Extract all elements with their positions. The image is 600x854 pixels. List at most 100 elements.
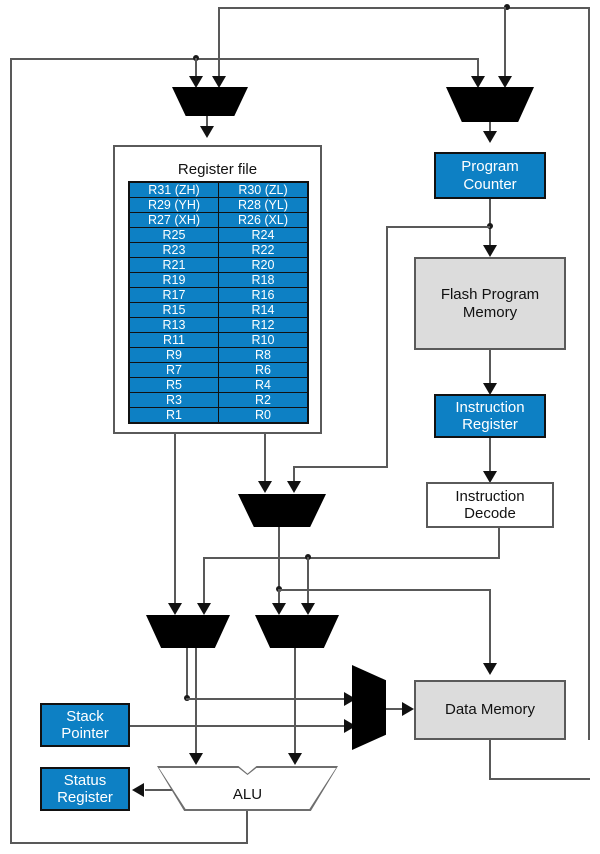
wire-second-bus	[10, 58, 478, 60]
wire-stack-pointer-out	[130, 725, 352, 727]
arrow-into-data-memory	[483, 663, 497, 675]
wire-datamem-out-right	[489, 778, 590, 780]
register-cell: R5	[128, 377, 219, 393]
wire-control-to-alu-b-mux	[307, 557, 309, 607]
register-cell: R16	[218, 287, 309, 303]
wire-pc-branch-left	[386, 226, 490, 228]
arrow-alu-b-mux-in2	[301, 603, 315, 615]
arrow-datamem-address-in	[402, 702, 414, 716]
program-counter-label: Program Counter	[461, 158, 519, 193]
register-cell: R20	[218, 257, 309, 273]
wire-regfile-out-right	[264, 434, 266, 485]
register-cell: R30 (ZL)	[218, 181, 309, 198]
arrow-addr-mux-in2	[287, 481, 301, 493]
wire-pc-branch-to-mux	[293, 466, 388, 468]
wire-datamem-out-down	[489, 740, 491, 780]
wire-to-right-mux-in1	[477, 58, 479, 82]
register-cell: R28 (YL)	[218, 197, 309, 213]
wire-regfile-out-left	[174, 434, 176, 607]
instruction-register-label: Instruction Register	[455, 398, 525, 433]
register-cell: R29 (YH)	[128, 197, 219, 213]
register-file-title: Register file	[177, 161, 258, 178]
arrow-right-mux-in2	[498, 76, 512, 88]
wire-datamem-mux-out	[385, 708, 407, 710]
wire-top-to-left-mux-in2	[218, 7, 220, 82]
data-memory-block[interactable]: Data Memory	[414, 680, 566, 740]
arrow-into-instruction-register	[483, 383, 497, 395]
status-register-label: Status Register	[57, 771, 113, 806]
junction-top-right	[504, 4, 510, 10]
stack-pointer-block[interactable]: Stack Pointer	[40, 703, 130, 747]
arrow-into-instruction-decode	[483, 471, 497, 483]
register-file-row: R27 (XH)R26 (XL)	[128, 212, 309, 228]
arrow-right-mux-in1	[471, 76, 485, 88]
arrow-left-mux-in1	[189, 76, 203, 88]
register-cell: R0	[218, 407, 309, 424]
arrow-alu-operand-b	[288, 753, 302, 765]
register-file-table: R31 (ZH)R30 (ZL)R29 (YH)R28 (YL)R27 (XH)…	[128, 181, 309, 424]
register-cell: R14	[218, 302, 309, 318]
arrow-alu-operand-a	[189, 753, 203, 765]
register-cell: R10	[218, 332, 309, 348]
wire-addr-bus-down-to-datamem	[489, 589, 491, 667]
instruction-decode-block[interactable]: Instruction Decode	[426, 482, 554, 528]
instruction-decode-label: Instruction Decode	[455, 487, 525, 522]
wire-control-bus-1	[203, 557, 500, 559]
register-cell: R12	[218, 317, 309, 333]
wire-alu-a-mux-out	[186, 648, 188, 698]
wire-addr-to-datamem-bus	[278, 589, 490, 591]
wire-top-outer	[218, 7, 590, 9]
junction-pc-branch	[487, 223, 493, 229]
register-file-row: R31 (ZH)R30 (ZL)	[128, 181, 309, 198]
status-register-block[interactable]: Status Register	[40, 767, 130, 811]
wire-left-edge	[10, 58, 12, 844]
alu-operand-b-mux[interactable]	[255, 615, 339, 648]
program-counter-mux[interactable]	[446, 87, 534, 122]
arrow-into-status-register	[132, 783, 144, 797]
register-cell: R13	[128, 317, 219, 333]
wire-alu-a-to-datamem-mux	[186, 698, 352, 700]
wire-alu-b-mux-out	[294, 648, 296, 756]
register-cell: R25	[128, 227, 219, 243]
wire-top-to-right-mux-in2	[504, 7, 506, 82]
alu-label: ALU	[232, 786, 263, 803]
arrow-alu-a-mux-in1	[168, 603, 182, 615]
register-cell: R18	[218, 272, 309, 288]
alu-operand-a-mux[interactable]	[146, 615, 230, 648]
instruction-register-block[interactable]: Instruction Register	[434, 394, 546, 438]
program-counter-block[interactable]: Program Counter	[434, 152, 546, 199]
arrow-alu-a-mux-in2	[197, 603, 211, 615]
arrow-addr-mux-in1	[258, 481, 272, 493]
register-file-row: R29 (YH)R28 (YL)	[128, 197, 309, 213]
wire-alu-result-down	[246, 810, 248, 844]
arrow-alu-b-mux-in1	[272, 603, 286, 615]
address-mux[interactable]	[238, 494, 326, 527]
register-cell: R22	[218, 242, 309, 258]
data-memory-input-mux[interactable]	[352, 665, 386, 750]
wire-right-mux-out	[489, 122, 491, 134]
register-file-write-mux[interactable]	[172, 87, 248, 116]
stack-pointer-label: Stack Pointer	[61, 707, 109, 742]
register-cell: R17	[128, 287, 219, 303]
arrow-into-register-file	[200, 126, 214, 138]
register-cell: R11	[128, 332, 219, 348]
register-cell: R24	[218, 227, 309, 243]
wire-control-to-alu-a-mux	[203, 557, 205, 607]
register-cell: R7	[128, 362, 219, 378]
register-cell: R9	[128, 347, 219, 363]
register-cell: R2	[218, 392, 309, 408]
wire-flash-to-ir	[489, 350, 491, 388]
flash-program-memory-block[interactable]: Flash Program Memory	[414, 257, 566, 350]
wire-alu-a-down-to-alu	[195, 648, 197, 756]
